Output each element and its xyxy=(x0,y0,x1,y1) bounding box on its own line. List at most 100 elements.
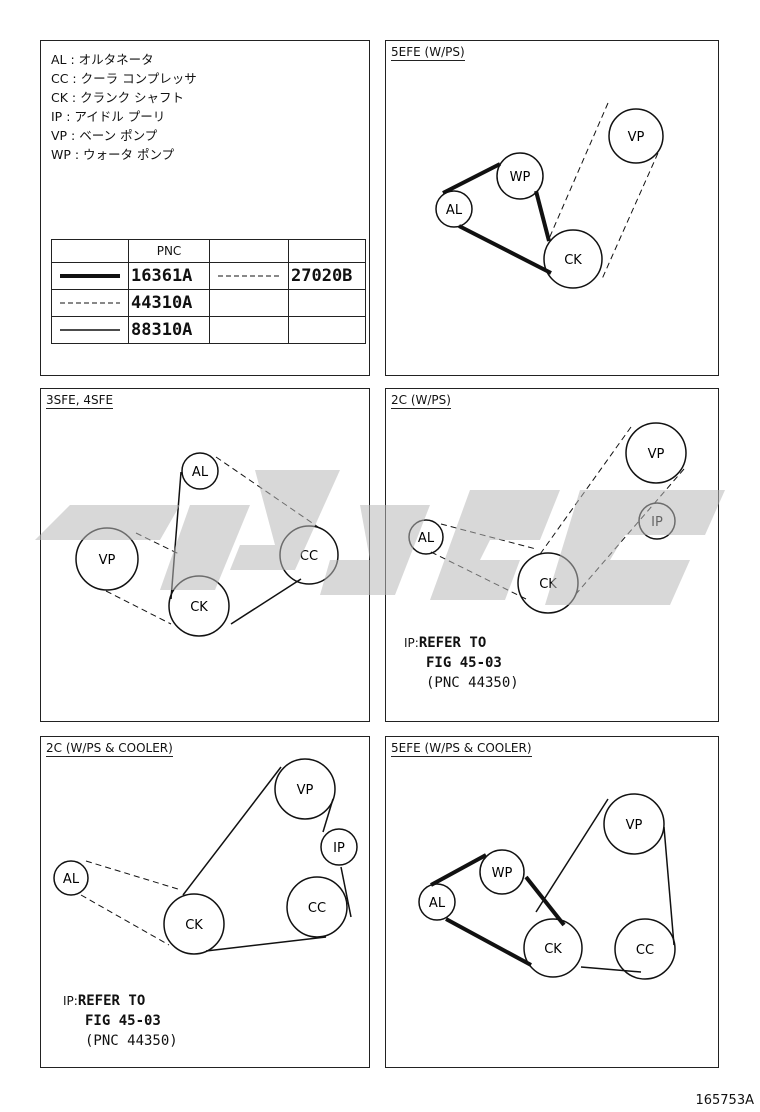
pulley-label-cc: CC xyxy=(308,901,326,916)
pnc-table-row: 16361A 27020B xyxy=(51,262,366,290)
panel-title: 5EFE (W/PS) xyxy=(391,45,465,61)
pulley-label-ck: CK xyxy=(539,577,557,592)
refer-note-text: REFER TO xyxy=(418,635,487,651)
pulley-vp xyxy=(608,108,664,164)
pulley-label-vp: VP xyxy=(648,447,665,462)
belt-segment xyxy=(105,590,172,625)
pulley-ck xyxy=(523,918,583,978)
belt-diagram: AL VP CC CK xyxy=(75,452,339,637)
pnc-header: PNC xyxy=(128,239,210,263)
pulley-ip xyxy=(320,828,358,866)
pulley-vp xyxy=(625,422,687,484)
pulley-label-vp: VP xyxy=(99,553,116,568)
pulley-label-al: AL xyxy=(192,465,209,480)
refer-note-line1: IP:REFER TO xyxy=(63,991,178,1011)
refer-note-prefix: IP: xyxy=(404,636,419,650)
refer-note-line2: FIG 45-03 xyxy=(85,1013,161,1029)
belt-diagram: VP IP AL CC CK xyxy=(53,758,358,955)
belt-segment xyxy=(547,102,609,242)
pulley-al xyxy=(435,190,473,228)
belt-diagram: VP WP AL CK xyxy=(435,102,664,289)
pnc-table: PNC 16361A 27020B 44310A 88310A xyxy=(51,239,366,344)
pulley-vp xyxy=(274,758,336,820)
belt-diagram: VP WP AL CK CC xyxy=(418,793,676,980)
pulley-label-ck: CK xyxy=(185,918,203,933)
belt-segment xyxy=(580,966,642,973)
refer-note-prefix: IP: xyxy=(63,994,78,1008)
pnc-table-row: 44310A xyxy=(51,289,366,317)
refer-note: IP:REFER TO FIG 45-03 (PNC 44350) xyxy=(404,633,519,693)
pulley-label-ip: IP xyxy=(333,841,345,856)
pnc-table-cell xyxy=(209,316,289,344)
figure-id: 165753A xyxy=(695,1093,754,1108)
pulley-al xyxy=(181,452,219,490)
belt-segment xyxy=(230,578,302,625)
pulley-cc xyxy=(286,876,348,938)
pnc-table-row: 88310A xyxy=(51,316,366,344)
belt-segment xyxy=(458,224,552,275)
belt-segment xyxy=(445,917,532,967)
legend-item-vp: VP : ベーン ポンプ xyxy=(51,128,158,143)
legend-item-ip: IP : アイドル プーリ xyxy=(51,109,166,124)
pulley-al xyxy=(418,883,456,921)
pnc-value: 27020B xyxy=(288,262,366,290)
pulley-label-al: AL xyxy=(429,896,446,911)
belt-segment xyxy=(135,532,180,555)
belt-segment xyxy=(430,853,487,887)
pnc-value: 16361A xyxy=(128,262,210,290)
pulley-label-al: AL xyxy=(418,531,435,546)
refer-note-line3: (PNC 44350) xyxy=(426,675,519,691)
legend-item-ck: CK : クランク シャフト xyxy=(51,90,185,105)
belt-segment xyxy=(340,866,352,918)
belt-segment xyxy=(182,766,282,896)
pulley-label-cc: CC xyxy=(636,943,654,958)
belt-segment xyxy=(430,551,527,600)
legend-item-wp: WP : ウォータ ポンプ xyxy=(51,147,175,162)
pulley-label-vp: VP xyxy=(626,818,643,833)
belt-segment xyxy=(535,798,609,913)
pulley-label-wp: WP xyxy=(510,170,531,185)
belt-segment xyxy=(170,471,182,600)
pulley-wp xyxy=(496,152,544,200)
panel-title: 2C (W/PS) xyxy=(391,393,451,409)
belt-segment xyxy=(534,190,551,242)
pnc-table-cell xyxy=(209,289,289,317)
pulley-label-vp: VP xyxy=(628,130,645,145)
pulley-ck xyxy=(163,893,225,955)
panel-title: 2C (W/PS & COOLER) xyxy=(46,741,173,757)
pulley-label-al: AL xyxy=(446,203,463,218)
pnc-table-cell xyxy=(51,239,129,263)
line-sample-dashed xyxy=(51,289,129,317)
panel-title: 5EFE (W/PS & COOLER) xyxy=(391,741,532,757)
diagram-panel-2c-wps: 2C (W/PS) VP IP AL CK IP:REFER TO FIG 45… xyxy=(385,388,719,722)
belt-segment xyxy=(440,523,537,550)
pulley-cc xyxy=(614,918,676,980)
line-sample-thick xyxy=(51,262,129,290)
pulley-label-vp: VP xyxy=(297,783,314,798)
line-sample-thin xyxy=(51,316,129,344)
legend-item-cc: CC : クーラ コンプレッサ xyxy=(51,71,197,86)
belt-segment xyxy=(663,826,675,946)
pulley-vp xyxy=(603,793,665,855)
pulley-label-ck: CK xyxy=(190,600,208,615)
belt-segment xyxy=(575,468,685,595)
pulley-label-ip: IP xyxy=(651,515,663,530)
belt-segment xyxy=(442,162,501,195)
diagram-panel-3sfe-4sfe: 3SFE, 4SFE AL VP CC CK xyxy=(40,388,370,722)
belt-segment xyxy=(205,936,327,952)
panel-title: 3SFE, 4SFE xyxy=(46,393,114,409)
pulley-ck xyxy=(543,229,603,289)
refer-note-text: REFER TO xyxy=(77,993,146,1009)
refer-note-line1: IP:REFER TO xyxy=(404,633,519,653)
belt-segment xyxy=(524,875,566,927)
belt-segment xyxy=(215,456,322,530)
refer-note: IP:REFER TO FIG 45-03 (PNC 44350) xyxy=(63,991,178,1051)
diagram-panel-5efe-wps: 5EFE (W/PS) VP WP AL CK xyxy=(385,40,719,376)
diagram-panel-5efe-wps-cooler: 5EFE (W/PS & COOLER) VP WP AL CK CC xyxy=(385,736,719,1068)
pulley-label-ck: CK xyxy=(544,942,562,957)
legend-item-al: AL : オルタネータ xyxy=(51,52,154,67)
belt-segment xyxy=(601,143,663,280)
pnc-table-cell xyxy=(288,289,366,317)
belt-segment xyxy=(537,426,632,558)
pulley-wp xyxy=(479,849,525,895)
